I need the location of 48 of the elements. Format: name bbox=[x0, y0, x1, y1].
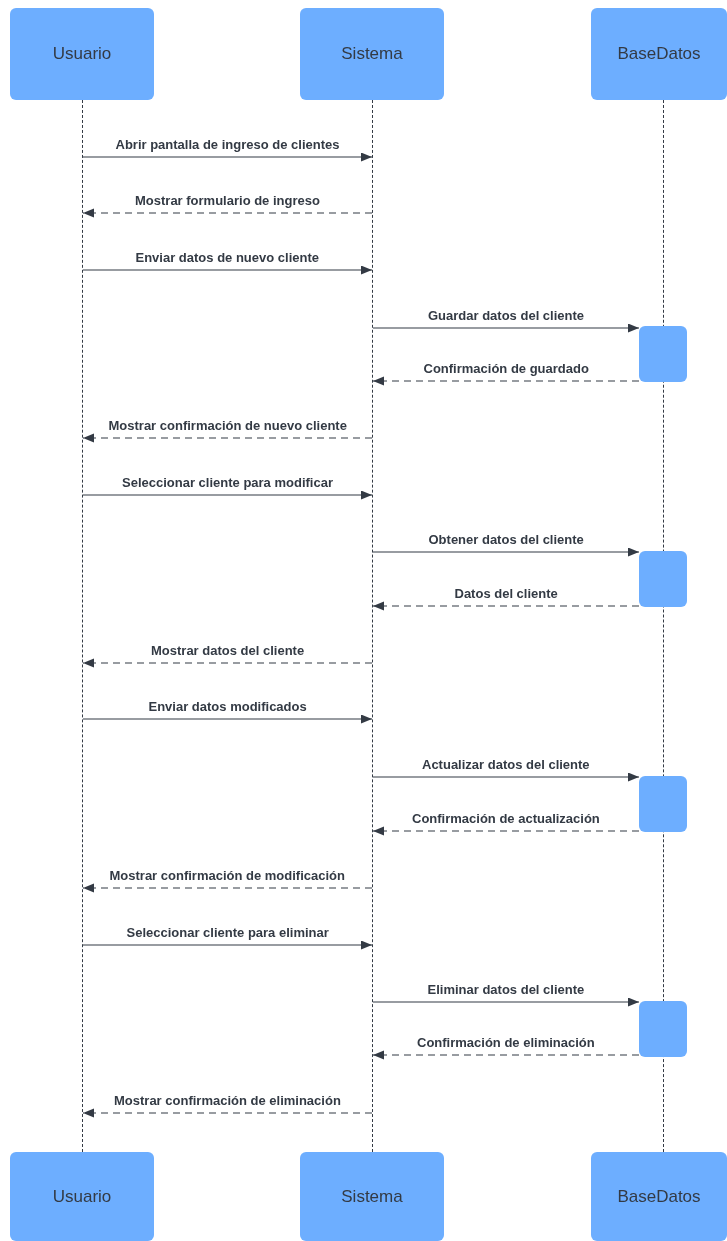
message-arrow bbox=[82, 208, 373, 218]
message-arrow bbox=[372, 826, 640, 836]
message-arrow bbox=[372, 997, 640, 1007]
edge-label: Mostrar formulario de ingreso bbox=[134, 193, 321, 208]
participant-box: Sistema bbox=[300, 8, 444, 100]
participant-box: Usuario bbox=[10, 1152, 154, 1241]
message-arrow bbox=[82, 883, 373, 893]
message-arrow bbox=[82, 152, 373, 162]
activation-bar bbox=[639, 326, 687, 382]
message-arrow bbox=[372, 547, 640, 557]
message-arrow bbox=[82, 265, 373, 275]
message-arrow bbox=[82, 714, 373, 724]
edge-label: Enviar datos de nuevo cliente bbox=[134, 250, 320, 265]
message-arrow bbox=[82, 940, 373, 950]
edge-label: Guardar datos del cliente bbox=[427, 308, 586, 323]
message-arrow bbox=[372, 601, 640, 611]
edge-label: Mostrar confirmación de eliminación bbox=[113, 1093, 342, 1108]
participant-box: Sistema bbox=[300, 1152, 444, 1241]
activation-bar bbox=[639, 551, 687, 607]
message-arrow bbox=[372, 772, 640, 782]
lifeline bbox=[82, 100, 83, 1152]
message-arrow bbox=[82, 1108, 373, 1118]
participant-box: BaseDatos bbox=[591, 1152, 727, 1241]
edge-label: Seleccionar cliente para eliminar bbox=[125, 925, 330, 940]
edge-label: Actualizar datos del cliente bbox=[421, 757, 591, 772]
edge-label: Eliminar datos del cliente bbox=[426, 982, 586, 997]
edge-label: Enviar datos modificados bbox=[147, 699, 308, 714]
participant-box: BaseDatos bbox=[591, 8, 727, 100]
lifeline bbox=[372, 100, 373, 1152]
message-arrow bbox=[372, 376, 640, 386]
edge-label: Mostrar confirmación de nuevo cliente bbox=[107, 418, 348, 433]
message-arrow bbox=[82, 658, 373, 668]
edge-label: Seleccionar cliente para modificar bbox=[121, 475, 334, 490]
edge-label: Confirmación de actualización bbox=[411, 811, 601, 826]
edge-label: Datos del cliente bbox=[453, 586, 559, 601]
activation-bar bbox=[639, 776, 687, 832]
edge-label: Mostrar confirmación de modificación bbox=[108, 868, 346, 883]
edge-label: Confirmación de guardado bbox=[422, 361, 590, 376]
participant-box: Usuario bbox=[10, 8, 154, 100]
edge-label: Abrir pantalla de ingreso de clientes bbox=[114, 137, 341, 152]
message-arrow bbox=[82, 433, 373, 443]
activation-bar bbox=[639, 1001, 687, 1057]
message-arrow bbox=[82, 490, 373, 500]
edge-label: Obtener datos del cliente bbox=[427, 532, 585, 547]
edge-label: Confirmación de eliminación bbox=[416, 1035, 596, 1050]
message-arrow bbox=[372, 1050, 640, 1060]
message-arrow bbox=[372, 323, 640, 333]
edge-label: Mostrar datos del cliente bbox=[150, 643, 306, 658]
